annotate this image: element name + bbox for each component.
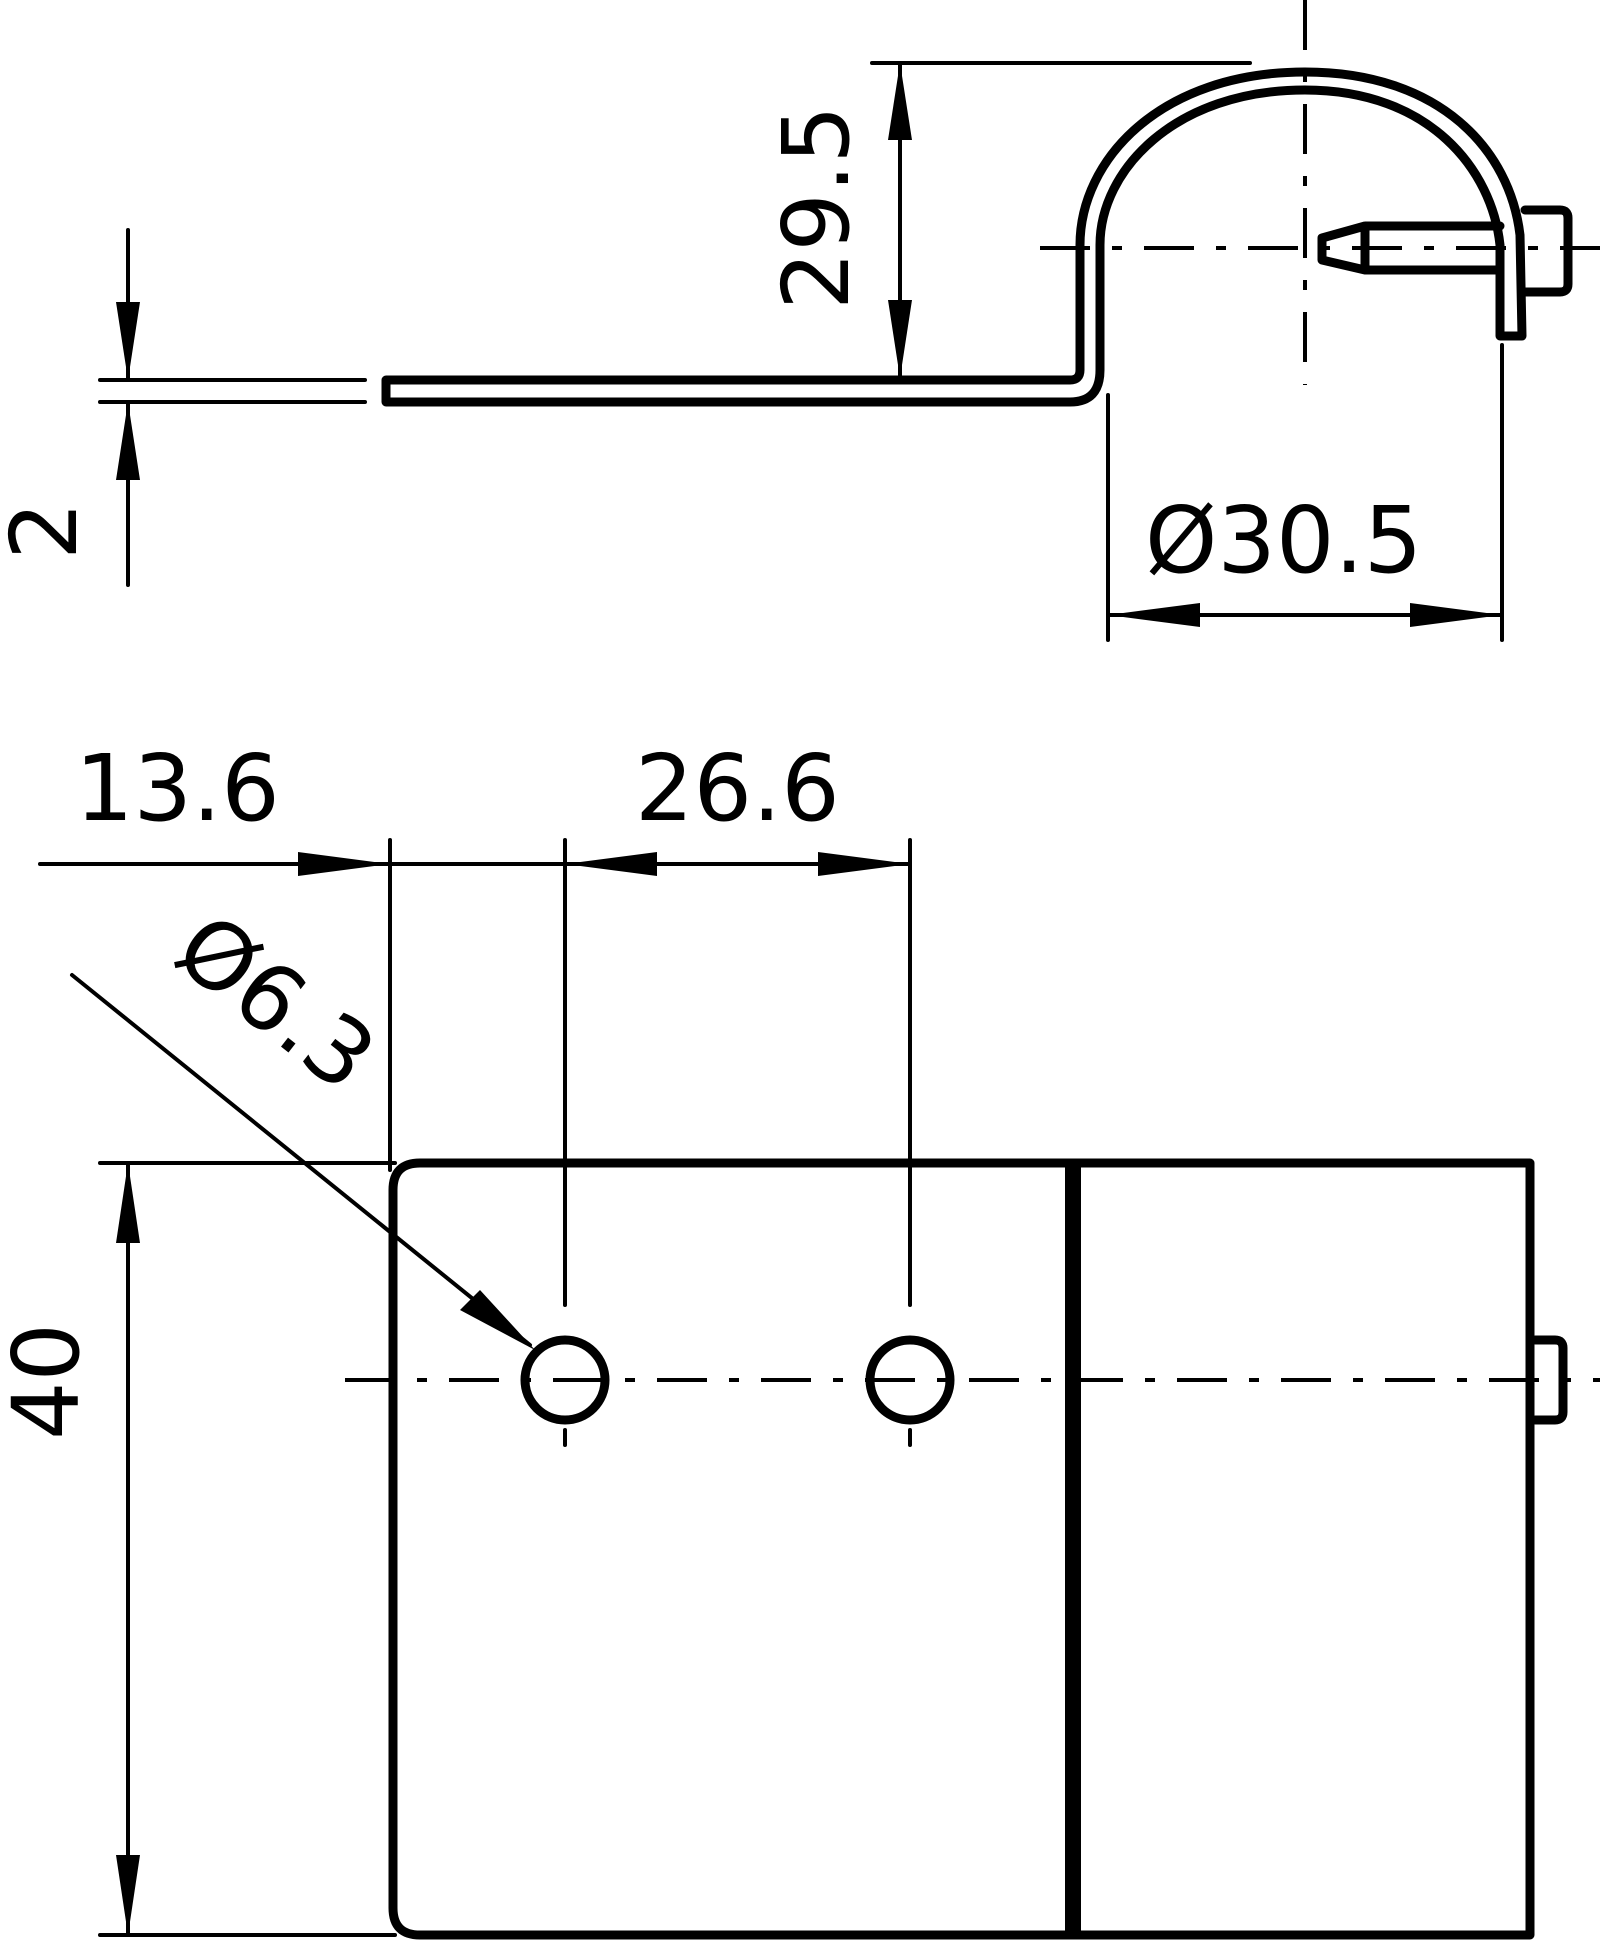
leader-hole-diameter — [70, 973, 532, 1347]
arrow-down-icon — [888, 300, 912, 378]
top-view: 13.6 26.6 Ø6.3 40 — [0, 735, 1600, 1940]
screw-head-top — [1530, 1335, 1568, 1425]
screw-head — [1520, 205, 1573, 297]
dim-label-29-5: 29.5 — [763, 105, 870, 310]
dim-label-2: 2 — [0, 501, 98, 560]
arrow-down-icon — [116, 1855, 140, 1935]
arrow-up-icon — [888, 63, 912, 140]
arrow-left-icon — [1108, 603, 1200, 627]
arrow-right-icon — [818, 852, 910, 876]
arrow-right-icon — [1410, 603, 1502, 627]
arrow-down-icon — [116, 302, 140, 380]
arrow-up-icon — [116, 1163, 140, 1243]
dim-label-13-6: 13.6 — [75, 735, 280, 842]
screw-shank — [1317, 221, 1505, 275]
leader-arrow-icon — [460, 1290, 535, 1350]
arrow-up-icon — [116, 402, 140, 480]
dim-label-40: 40 — [0, 1323, 100, 1440]
arrow-right-icon — [298, 852, 390, 876]
dim-label-6-3: Ø6.3 — [156, 893, 394, 1112]
strip-outline — [388, 1158, 1535, 1940]
arrow-left-icon — [565, 852, 657, 876]
clamp-outer-profile — [381, 67, 1527, 407]
dim-label-30-5: Ø30.5 — [1145, 487, 1422, 594]
dim-label-26-6: 26.6 — [635, 735, 840, 842]
side-view: 29.5 2 Ø30.5 — [0, 0, 1600, 642]
